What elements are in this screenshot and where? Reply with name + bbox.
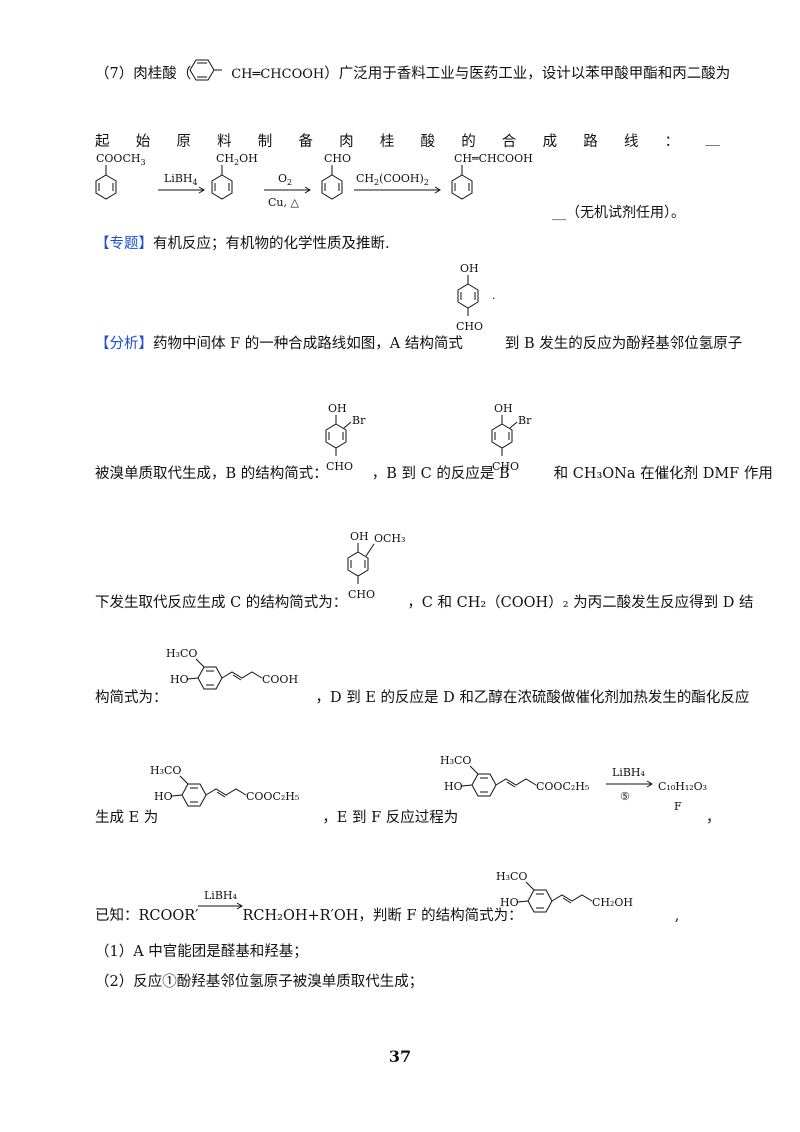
- analysis-text1: 药物中间体 F 的一种合成路线如图，A 结构简式: [153, 336, 463, 352]
- q7-line2-char: 料: [217, 134, 232, 150]
- q7-prefix: （7）肉桂酸（: [95, 66, 192, 82]
- svg-text:C₁₀H₁₂O₃: C₁₀H₁₂O₃: [658, 780, 707, 793]
- q7-line2: 起 始 原 料 制 备 肉 桂 酸 的 合 成 路 线 ： __: [95, 130, 720, 151]
- q7-line2-char: 肉: [339, 134, 354, 150]
- q7-line2-char: 制: [257, 134, 273, 150]
- svg-text:OH: OH: [460, 262, 479, 275]
- structure-a-hydroxybenzaldehyde: OH CHO ·: [456, 262, 496, 333]
- route-arrow2-reagent: O2: [278, 172, 292, 187]
- svg-text:H₃CO: H₃CO: [496, 870, 527, 883]
- structure-d: H₃CO HO COOH: [166, 647, 298, 690]
- structure-b-2: OH Br CHO: [491, 402, 532, 473]
- svg-text:LiBH₄: LiBH₄: [612, 766, 645, 779]
- svg-text:COOC₂H₅: COOC₂H₅: [246, 790, 299, 803]
- q7-tail: __（无机试剂任用）。: [552, 205, 685, 221]
- structure-c: OH OCH₃ CHO: [347, 530, 405, 601]
- svg-text:HO: HO: [170, 673, 189, 686]
- route-m4-label: CH═CHCOOH: [454, 152, 533, 165]
- svg-text:HO: HO: [500, 896, 519, 909]
- analysis-line5: 生成 E 为，E 到 F 反应过程为: [95, 810, 459, 826]
- q7-struct-label: CH═CHCOOH: [231, 67, 325, 82]
- cinnamic-acid-benzene-structure: [189, 59, 222, 81]
- page-number: 37: [388, 1047, 412, 1066]
- svg-text:CHO: CHO: [492, 460, 519, 473]
- analysis-line3: 下发生取代反应生成 C 的结构简式为：，C 和 CH₂（COOH）₂ 为丙二酸发…: [95, 595, 754, 611]
- analysis-line5-comma: ，: [706, 810, 721, 826]
- svg-text:CHO: CHO: [456, 320, 483, 333]
- route-m3-label: CHO: [324, 152, 351, 165]
- svg-text:H₃CO: H₃CO: [440, 754, 471, 767]
- svg-text:CH₂OH: CH₂OH: [592, 896, 633, 909]
- topic-tag: 【专题】: [95, 236, 153, 252]
- svg-text:F: F: [674, 800, 682, 813]
- svg-text:COOH: COOH: [262, 673, 298, 686]
- svg-text:HO: HO: [444, 780, 463, 793]
- q7-line2-char: 合: [501, 134, 517, 150]
- svg-text:HO: HO: [154, 790, 173, 803]
- analysis-text1b: 到 B 发生的反应为酚羟基邻位氢原子: [504, 336, 743, 352]
- route-m2-label: CH2OH: [216, 152, 258, 167]
- q7-line2-char: 的: [461, 134, 476, 150]
- analysis-line6: 已知：RCOOR′RCH₂OH+R′OH，判断 F 的结构简式为：,: [95, 908, 680, 924]
- svg-text:CHO: CHO: [326, 460, 353, 473]
- analysis-line1: 【分析】药物中间体 F 的一种合成路线如图，A 结构简式 到 B 发生的反应为酚羟…: [95, 332, 742, 353]
- structure-b-1: OH Br CHO: [325, 402, 366, 473]
- route-arrow2-condition: Cu, △: [268, 196, 299, 209]
- analysis-tag: 【分析】: [95, 336, 153, 352]
- q7-line2-char: 桂: [379, 134, 395, 150]
- route-arrow1-reagent: LiBH4: [164, 172, 198, 187]
- synthesis-route: COOCH3 LiBH4 CH2OH O2 Cu, △ CHO CH2(COOH…: [95, 152, 533, 209]
- q7-line1: （7）肉桂酸（ CH═CHCOOH）广泛用于香料工业与医药工业，设计以苯甲酸甲酯和…: [95, 62, 730, 83]
- q7-suffix: ）广泛用于香料工业与医药工业，设计以苯甲酸甲酯和丙二酸为: [324, 66, 731, 82]
- analysis-line4: 构简式为：，D 到 E 的反应是 D 和乙醇在浓硫酸做催化剂加热发生的酯化反应: [95, 690, 750, 706]
- answer-1: （1）A 中官能团是醛基和羟基；: [95, 944, 308, 960]
- svg-text:CHO: CHO: [348, 588, 375, 601]
- route-m1-label: COOCH3: [96, 152, 146, 167]
- svg-text:OH: OH: [350, 530, 369, 543]
- q7-line2-char: 始: [135, 134, 151, 150]
- svg-text:H₃CO: H₃CO: [166, 647, 197, 660]
- answer-2: （2）反应①酚羟基邻位氢原子被溴单质取代生成；: [95, 974, 424, 990]
- structure-e-1: H₃CO HO COOC₂H₅: [150, 764, 299, 807]
- svg-text:OCH₃: OCH₃: [374, 532, 405, 545]
- structure-f: H₃CO HO CH₂OH: [496, 870, 633, 913]
- svg-text:H₃CO: H₃CO: [150, 764, 181, 777]
- svg-text:OH: OH: [494, 402, 513, 415]
- q7-line2-char: 路: [583, 134, 598, 150]
- route-arrow3-reagent: CH2(COOH)2: [356, 172, 429, 187]
- svg-text:COOC₂H₅: COOC₂H₅: [536, 780, 589, 793]
- q7-line2-char: 备: [298, 134, 313, 150]
- svg-text:·: ·: [492, 292, 496, 305]
- q7-line2-char: 成: [542, 134, 558, 150]
- q7-line2-char: 酸: [420, 134, 436, 150]
- q7-line2-char: 原: [176, 134, 191, 150]
- q7-line2-char: ：: [664, 134, 680, 150]
- known-reaction-arrow: LiBH₄: [198, 889, 243, 910]
- structure-e-2-to-f: H₃CO HO COOC₂H₅ LiBH₄ ⑤ C₁₀H₁₂O₃ F: [440, 754, 707, 813]
- q7-line2-char: 线: [623, 134, 639, 150]
- q7-line2-char: 起: [95, 134, 110, 150]
- q7-line2-char: __: [705, 130, 720, 146]
- svg-text:LiBH₄: LiBH₄: [204, 889, 237, 902]
- svg-text:⑤: ⑤: [620, 790, 630, 803]
- svg-text:Br: Br: [518, 414, 532, 427]
- topic-line: 【专题】有机反应；有机物的化学性质及推断.: [95, 232, 390, 253]
- svg-text:OH: OH: [328, 402, 347, 415]
- topic-text: 有机反应；有机物的化学性质及推断.: [153, 236, 390, 252]
- svg-text:Br: Br: [352, 414, 366, 427]
